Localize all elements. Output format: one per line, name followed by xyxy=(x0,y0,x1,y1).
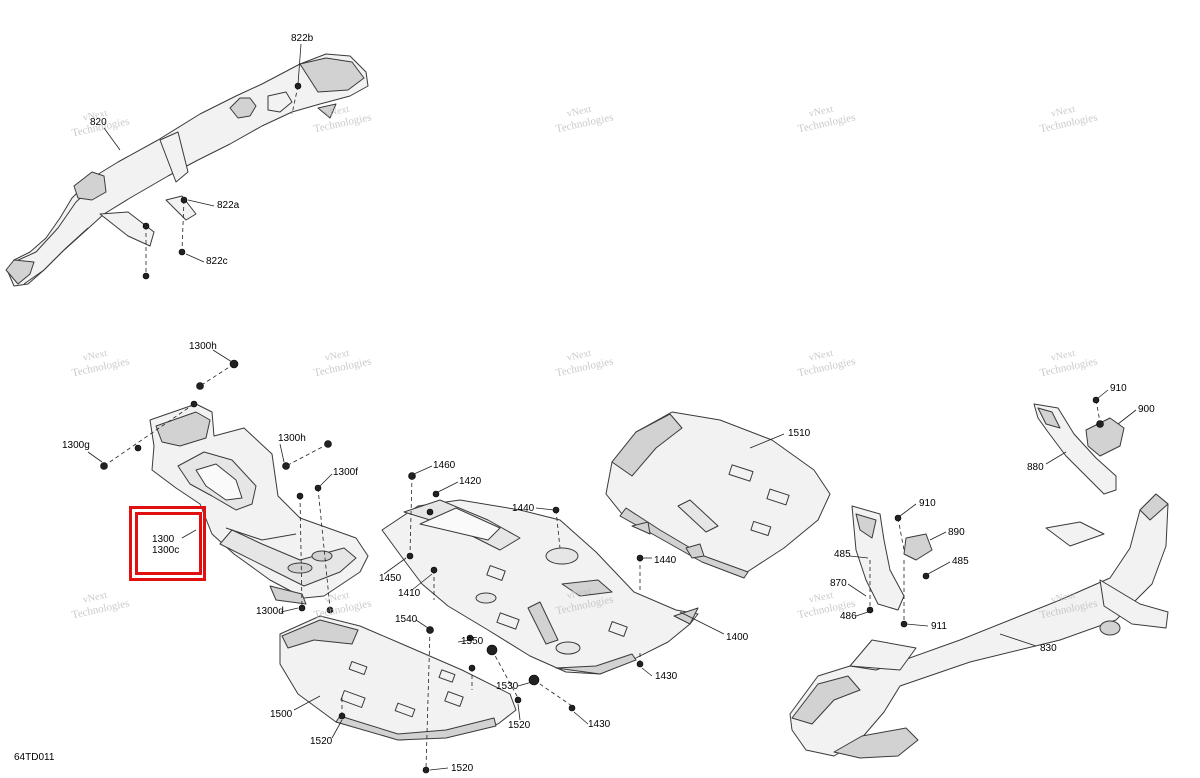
callout-822c[interactable]: 822c xyxy=(206,256,228,267)
bracket-880 xyxy=(1033,403,1117,495)
front-bumper-830 xyxy=(789,493,1169,759)
callout-1460[interactable]: 1460 xyxy=(433,460,456,471)
callout-830[interactable]: 830 xyxy=(1040,643,1057,654)
callout-1500[interactable]: 1500 xyxy=(270,709,293,720)
callout-1300h[interactable]: 1300h xyxy=(189,341,217,352)
callout-890[interactable]: 890 xyxy=(948,527,965,538)
callout-1300d[interactable]: 1300d xyxy=(256,606,284,617)
callout-1540[interactable]: 1540 xyxy=(395,614,418,625)
callout-485[interactable]: 485 xyxy=(834,549,851,560)
callout-1400[interactable]: 1400 xyxy=(726,632,749,643)
skid-plate-1500 xyxy=(279,615,517,741)
callout-822b[interactable]: 822b xyxy=(291,33,314,44)
callout-1430[interactable]: 1430 xyxy=(588,719,611,730)
callout-1550[interactable]: 1550 xyxy=(461,636,484,647)
callout-1530[interactable]: 1530 xyxy=(496,681,519,692)
skid-plate-1300 xyxy=(149,403,369,605)
leader-lines xyxy=(87,43,1137,771)
callout-1450[interactable]: 1450 xyxy=(379,573,402,584)
callout-822a[interactable]: 822a xyxy=(217,200,240,211)
rear-bumper-820 xyxy=(5,53,369,287)
callout-910[interactable]: 910 xyxy=(919,498,936,509)
callout-820[interactable]: 820 xyxy=(90,117,107,128)
callout-1520[interactable]: 1520 xyxy=(310,736,333,747)
callout-1510[interactable]: 1510 xyxy=(788,428,811,439)
callout-1410[interactable]: 1410 xyxy=(398,588,421,599)
bracket-870 xyxy=(851,505,905,611)
callout-911[interactable]: 911 xyxy=(931,621,947,632)
callout-1520[interactable]: 1520 xyxy=(508,720,531,731)
part-highlight-box xyxy=(129,506,206,581)
callout-486[interactable]: 486 xyxy=(840,611,857,622)
fasteners xyxy=(100,82,1104,774)
callout-870[interactable]: 870 xyxy=(830,578,847,589)
callout-1520[interactable]: 1520 xyxy=(451,763,474,774)
callout-1440[interactable]: 1440 xyxy=(512,503,535,514)
callout-1430[interactable]: 1430 xyxy=(655,671,678,682)
assembly-lines xyxy=(103,85,1101,769)
callout-1300c[interactable]: 1300c xyxy=(152,545,180,556)
callout-1300f[interactable]: 1300f xyxy=(333,467,359,478)
diagram-code: 64TD011 xyxy=(14,752,55,763)
callout-910[interactable]: 910 xyxy=(1110,383,1127,394)
skid-plate-1510 xyxy=(605,411,831,579)
callout-1420[interactable]: 1420 xyxy=(459,476,482,487)
callout-900[interactable]: 900 xyxy=(1138,404,1155,415)
callout-880[interactable]: 880 xyxy=(1027,462,1044,473)
callout-1300g[interactable]: 1300g xyxy=(62,440,90,451)
part-890 xyxy=(903,533,933,561)
callout-1440[interactable]: 1440 xyxy=(654,555,677,566)
callout-1300[interactable]: 1300 xyxy=(152,534,175,545)
part-highlight-box-inner xyxy=(135,512,202,575)
callout-1300h[interactable]: 1300h xyxy=(278,433,306,444)
callout-485[interactable]: 485 xyxy=(952,556,969,567)
part-900 xyxy=(1085,417,1125,457)
